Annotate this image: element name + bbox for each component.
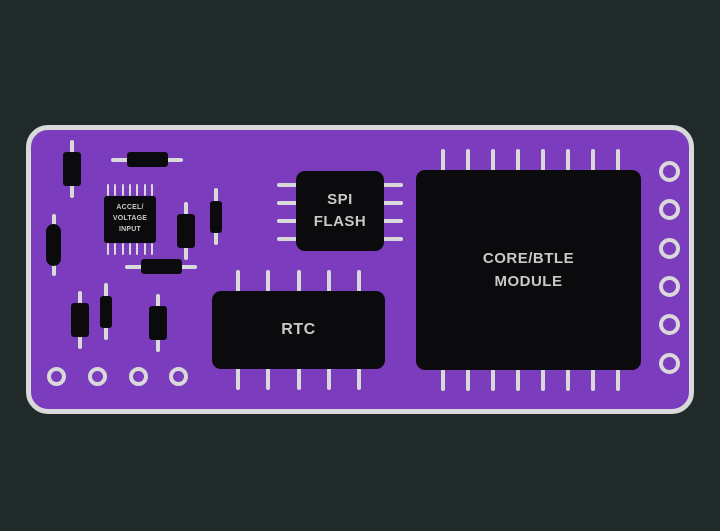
accel-voltage-input-chip: ACCEL/ VOLTAGE INPUT: [104, 196, 156, 243]
rtc-chip: RTC: [212, 291, 385, 369]
rtc-label: RTC: [281, 321, 316, 338]
core-btle-module-chip: CORE/BTLE MODULE: [416, 170, 641, 370]
resistor-body: [126, 152, 168, 167]
resistor: [71, 291, 89, 349]
pin: [296, 270, 301, 292]
resistor: [149, 294, 167, 352]
solder-pad: [47, 367, 66, 386]
core-module-pins-bottom: [441, 369, 620, 391]
solder-pad: [659, 353, 680, 374]
solder-pad: [129, 367, 148, 386]
pin: [441, 149, 445, 171]
resistor: [63, 140, 81, 198]
pin: [326, 270, 331, 292]
resistor-body: [63, 152, 81, 186]
pin: [541, 149, 545, 171]
pin: [266, 368, 271, 390]
resistor-body: [177, 214, 195, 248]
pin: [357, 368, 361, 390]
pin: [616, 149, 620, 171]
pin: [383, 201, 403, 205]
pin: [383, 237, 403, 241]
diode: [100, 283, 112, 340]
pin: [121, 184, 124, 196]
pin: [441, 369, 445, 391]
solder-pad: [169, 367, 188, 386]
pin: [357, 270, 361, 292]
pin: [516, 149, 520, 171]
capacitor: [46, 214, 61, 276]
pin: [136, 184, 139, 196]
pin: [114, 184, 117, 196]
pin: [143, 184, 146, 196]
pin: [150, 243, 153, 255]
pin: [150, 184, 153, 196]
pin: [591, 369, 595, 391]
core-btle-label: CORE/BTLE MODULE: [482, 249, 575, 290]
diode-body: [210, 200, 222, 233]
pin: [541, 369, 545, 391]
pin: [277, 237, 297, 241]
resistor-body: [71, 303, 89, 337]
resistor-body: [140, 259, 182, 274]
accel-chip-pins-top: [107, 184, 153, 196]
accel-chip-pins-bottom: [107, 243, 153, 255]
pin: [277, 219, 297, 223]
pin: [136, 243, 139, 255]
pin: [114, 243, 117, 255]
resistor: [111, 152, 183, 167]
pin: [383, 183, 403, 187]
spi-flash-chip: SPI FLASH: [296, 171, 384, 251]
rtc-pins-top: [236, 270, 361, 292]
resistor: [177, 202, 195, 260]
pin: [566, 149, 570, 171]
diode: [210, 188, 222, 245]
resistor: [125, 259, 197, 274]
pin: [516, 369, 520, 391]
pin: [466, 369, 470, 391]
pin: [236, 270, 240, 292]
spi-flash-label: SPI FLASH: [313, 191, 367, 230]
solder-pad: [659, 238, 680, 259]
pin: [566, 369, 570, 391]
solder-pad: [659, 199, 680, 220]
resistor-body: [149, 306, 167, 340]
pin: [277, 183, 297, 187]
pin: [591, 149, 595, 171]
diode-body: [100, 295, 112, 328]
pin: [236, 368, 240, 390]
pin: [107, 184, 109, 196]
pin: [121, 243, 124, 255]
solder-pad: [88, 367, 107, 386]
pin: [491, 149, 495, 171]
accel-chip-label: ACCEL/ VOLTAGE INPUT: [112, 204, 148, 233]
pin: [277, 201, 297, 205]
capacitor-body: [46, 224, 61, 266]
pin: [616, 369, 620, 391]
solder-pad: [659, 276, 680, 297]
rtc-pins-bottom: [236, 368, 361, 390]
pin: [383, 219, 403, 223]
pin: [466, 149, 470, 171]
solder-pad: [659, 161, 680, 182]
pin: [296, 368, 301, 390]
spi-flash-pins-right: [383, 183, 403, 241]
pin: [128, 243, 131, 255]
core-module-pins-top: [441, 149, 620, 171]
spi-flash-pins-left: [277, 183, 297, 241]
solder-pad: [659, 314, 680, 335]
pin: [326, 368, 331, 390]
pin: [266, 270, 271, 292]
pin: [107, 243, 109, 255]
pin: [128, 184, 131, 196]
pin: [491, 369, 495, 391]
pin: [143, 243, 146, 255]
